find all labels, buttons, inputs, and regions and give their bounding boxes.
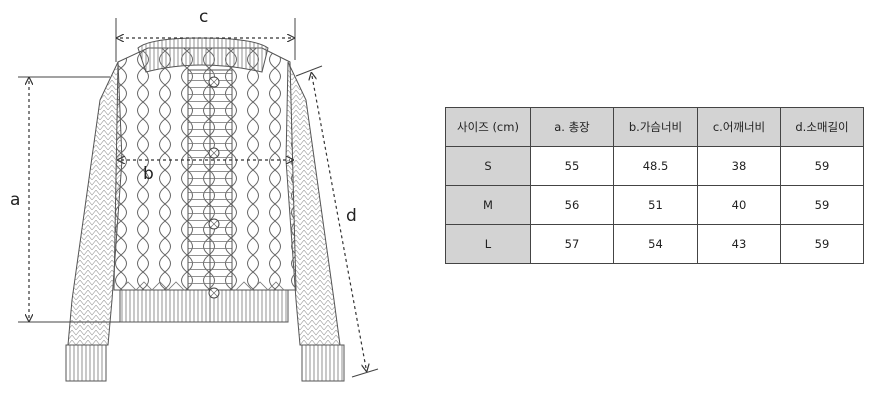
button-4 xyxy=(208,287,220,299)
table-header-row: 사이즈 (cm) a. 총장 b.가슴너비 c.어깨너비 d.소매길이 xyxy=(445,107,864,147)
table-cell: 56 xyxy=(530,185,614,225)
table-cell: 43 xyxy=(697,224,781,264)
table-cell: 55 xyxy=(530,146,614,186)
table-row: L 57 54 43 59 xyxy=(445,224,864,264)
dimension-label-d: d xyxy=(346,206,357,226)
dimension-label-a: a xyxy=(10,190,21,210)
button-2 xyxy=(208,147,220,159)
measure-c xyxy=(115,18,296,62)
button-1 xyxy=(208,76,220,88)
table-cell: 38 xyxy=(697,146,781,186)
header-size: 사이즈 (cm) xyxy=(445,107,531,147)
table-cell: 59 xyxy=(780,146,864,186)
table-row: M 56 51 40 59 xyxy=(445,185,864,225)
table-cell: 40 xyxy=(697,185,781,225)
button-3 xyxy=(208,218,220,230)
size-table: 사이즈 (cm) a. 총장 b.가슴너비 c.어깨너비 d.소매길이 S 55… xyxy=(445,107,864,264)
table-cell: 48.5 xyxy=(613,146,698,186)
row-size: S xyxy=(445,146,531,186)
header-total-length: a. 총장 xyxy=(530,107,614,147)
table-cell: 57 xyxy=(530,224,614,264)
table-cell: 51 xyxy=(613,185,698,225)
dimension-label-b: b xyxy=(143,164,154,184)
header-chest-width: b.가슴너비 xyxy=(613,107,698,147)
row-size: L xyxy=(445,224,531,264)
left-sleeve xyxy=(65,61,123,382)
header-shoulder-width: c.어깨너비 xyxy=(697,107,781,147)
table-cell: 59 xyxy=(780,185,864,225)
dimension-label-c: c xyxy=(199,7,209,27)
header-sleeve-length: d.소매길이 xyxy=(780,107,864,147)
right-sleeve xyxy=(285,61,345,382)
table-cell: 59 xyxy=(780,224,864,264)
table-row: S 55 48.5 38 59 xyxy=(445,146,864,186)
table-cell: 54 xyxy=(613,224,698,264)
measure-d xyxy=(295,65,379,378)
measure-a xyxy=(18,76,120,323)
row-size: M xyxy=(445,185,531,225)
cardigan-sketch xyxy=(18,18,379,382)
cardigan-body xyxy=(113,37,297,323)
